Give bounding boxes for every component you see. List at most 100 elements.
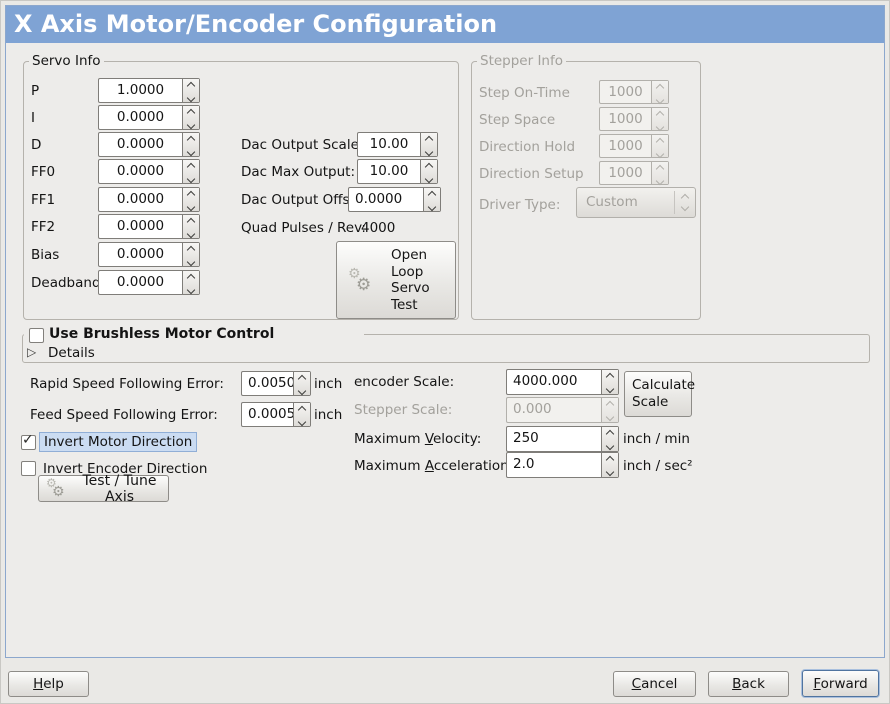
spinner-buttons[interactable] bbox=[293, 372, 310, 396]
i-spinner-buttons[interactable] bbox=[182, 106, 199, 130]
invert-motor-direction-checkbox[interactable]: ✓ bbox=[21, 433, 36, 450]
spin-down-icon[interactable] bbox=[186, 120, 196, 130]
spin-down-icon[interactable] bbox=[186, 147, 196, 157]
deadband-value[interactable]: 0.0000 bbox=[116, 274, 165, 290]
spin-up-icon[interactable] bbox=[424, 162, 434, 172]
spin-up-icon[interactable] bbox=[605, 455, 615, 465]
ff0-value[interactable]: 0.0000 bbox=[116, 163, 165, 179]
ff1-spinbox[interactable]: 0.0000 bbox=[98, 187, 200, 212]
ff0-spinner-buttons[interactable] bbox=[182, 160, 199, 184]
spin-down-icon[interactable] bbox=[427, 202, 437, 212]
rapid-following-error-spinbox[interactable]: 0.0050 bbox=[241, 371, 311, 396]
invert-encoder-direction-label[interactable]: Invert Encoder Direction bbox=[43, 461, 208, 477]
spin-up-icon[interactable] bbox=[186, 135, 196, 145]
dac-output-scale-value[interactable]: 10.00 bbox=[369, 136, 409, 152]
forward-button[interactable]: Forward bbox=[802, 670, 879, 697]
encoder-scale-spinbox[interactable]: 4000.000 bbox=[506, 369, 619, 395]
d-value[interactable]: 0.0000 bbox=[116, 136, 165, 152]
help-button[interactable]: Help bbox=[8, 671, 89, 697]
details-expander-label[interactable]: Details bbox=[48, 345, 95, 361]
ff0-spinbox[interactable]: 0.0000 bbox=[98, 159, 200, 184]
calculate-scale-button[interactable]: Calculate Scale bbox=[624, 371, 695, 417]
use-brushless-checkbox[interactable] bbox=[29, 328, 44, 343]
spin-down-icon[interactable] bbox=[297, 386, 307, 396]
deadband-spinbox[interactable]: 0.0000 bbox=[98, 270, 200, 295]
spin-up-icon[interactable] bbox=[186, 190, 196, 200]
feed-following-error-spinbox[interactable]: 0.0005 bbox=[241, 402, 311, 427]
maximum-acceleration-value[interactable]: 2.0 bbox=[513, 456, 535, 472]
spin-down-icon[interactable] bbox=[186, 257, 196, 267]
spin-down-icon[interactable] bbox=[186, 285, 196, 295]
bias-value[interactable]: 0.0000 bbox=[116, 246, 165, 262]
spin-up-icon[interactable] bbox=[186, 162, 196, 172]
spin-up-icon[interactable] bbox=[186, 81, 196, 91]
spin-up-icon[interactable] bbox=[297, 405, 307, 415]
spinner-buttons[interactable] bbox=[601, 370, 618, 394]
back-button[interactable]: Back bbox=[708, 671, 789, 697]
i-spinbox[interactable]: 0.0000 bbox=[98, 105, 200, 130]
gears-icon: ⚙ ⚙ bbox=[347, 266, 375, 295]
dac-output-scale-spinbox[interactable]: 10.00 bbox=[357, 132, 438, 157]
invert-encoder-direction-checkbox[interactable] bbox=[21, 461, 36, 476]
invert-motor-direction-label[interactable]: Invert Motor Direction bbox=[39, 432, 198, 452]
spin-down-icon bbox=[655, 149, 665, 159]
dac-max-output-spinbox[interactable]: 10.00 bbox=[357, 159, 438, 184]
deadband-spinner-buttons[interactable] bbox=[182, 271, 199, 295]
maximum-velocity-spinbox[interactable]: 250 bbox=[506, 426, 619, 452]
spin-up-icon[interactable] bbox=[424, 135, 434, 145]
test-tune-axis-button[interactable]: ⚙ ⚙ Test / Tune Axis bbox=[38, 473, 169, 505]
spin-down-icon[interactable] bbox=[605, 441, 615, 451]
maximum-velocity-value[interactable]: 250 bbox=[513, 430, 539, 446]
spinner-buttons[interactable] bbox=[601, 427, 618, 451]
feed-following-error-value[interactable]: 0.0005 bbox=[248, 406, 293, 422]
maximum-acceleration-spinbox[interactable]: 2.0 bbox=[506, 452, 619, 478]
p-value[interactable]: 1.0000 bbox=[116, 82, 165, 98]
dac-max-spinner-buttons[interactable] bbox=[420, 160, 437, 184]
spin-down-icon[interactable] bbox=[424, 174, 434, 184]
spinner-buttons bbox=[651, 162, 668, 186]
p-spinbox[interactable]: 1.0000 bbox=[98, 78, 200, 103]
open-loop-servo-test-button[interactable]: ⚙ ⚙ Open Loop Servo Test bbox=[336, 241, 456, 319]
spin-up-icon[interactable] bbox=[427, 190, 437, 200]
ff1-spinner-buttons[interactable] bbox=[182, 188, 199, 212]
cancel-button[interactable]: Cancel bbox=[613, 671, 696, 697]
dac-max-output-value[interactable]: 10.00 bbox=[369, 163, 409, 179]
use-brushless-label[interactable]: Use Brushless Motor Control bbox=[49, 326, 275, 342]
spin-up-icon[interactable] bbox=[186, 217, 196, 227]
expander-triangle-icon[interactable]: ▷ bbox=[27, 345, 37, 359]
spin-down-icon[interactable] bbox=[605, 384, 615, 394]
ff2-value[interactable]: 0.0000 bbox=[116, 218, 165, 234]
dac-output-offset-value[interactable]: 0.0000 bbox=[355, 191, 403, 207]
spin-down-icon[interactable] bbox=[186, 229, 196, 239]
d-spinbox[interactable]: 0.0000 bbox=[98, 132, 200, 157]
p-spinner-buttons[interactable] bbox=[182, 79, 199, 103]
ff1-value[interactable]: 0.0000 bbox=[116, 191, 165, 207]
spinner-buttons[interactable] bbox=[601, 453, 618, 477]
spin-up-icon[interactable] bbox=[186, 108, 196, 118]
ff2-spinner-buttons[interactable] bbox=[182, 215, 199, 239]
spin-up-icon[interactable] bbox=[186, 273, 196, 283]
encoder-scale-value[interactable]: 4000.000 bbox=[513, 373, 578, 389]
spin-up-icon[interactable] bbox=[605, 372, 615, 382]
spin-up-icon[interactable] bbox=[186, 245, 196, 255]
dac-scale-spinner-buttons[interactable] bbox=[420, 133, 437, 157]
spin-down-icon[interactable] bbox=[186, 174, 196, 184]
bias-spinbox[interactable]: 0.0000 bbox=[98, 242, 200, 267]
spin-down-icon[interactable] bbox=[605, 467, 615, 477]
rapid-following-error-value[interactable]: 0.0050 bbox=[248, 375, 293, 391]
spin-up-icon[interactable] bbox=[605, 429, 615, 439]
spin-down-icon[interactable] bbox=[186, 202, 196, 212]
spin-down-icon[interactable] bbox=[297, 417, 307, 427]
d-spinner-buttons[interactable] bbox=[182, 133, 199, 157]
spin-down-icon[interactable] bbox=[186, 93, 196, 103]
spin-down-icon[interactable] bbox=[424, 147, 434, 157]
bias-spinner-buttons[interactable] bbox=[182, 243, 199, 267]
i-value[interactable]: 0.0000 bbox=[116, 109, 165, 125]
stepper-scale-value: 0.000 bbox=[513, 401, 552, 417]
dac-output-offset-spinbox[interactable]: 0.0000 bbox=[348, 187, 441, 212]
spinner-buttons[interactable] bbox=[293, 403, 310, 427]
spin-up-icon[interactable] bbox=[297, 374, 307, 384]
dac-offset-spinner-buttons[interactable] bbox=[423, 188, 440, 212]
ff2-spinbox[interactable]: 0.0000 bbox=[98, 214, 200, 239]
